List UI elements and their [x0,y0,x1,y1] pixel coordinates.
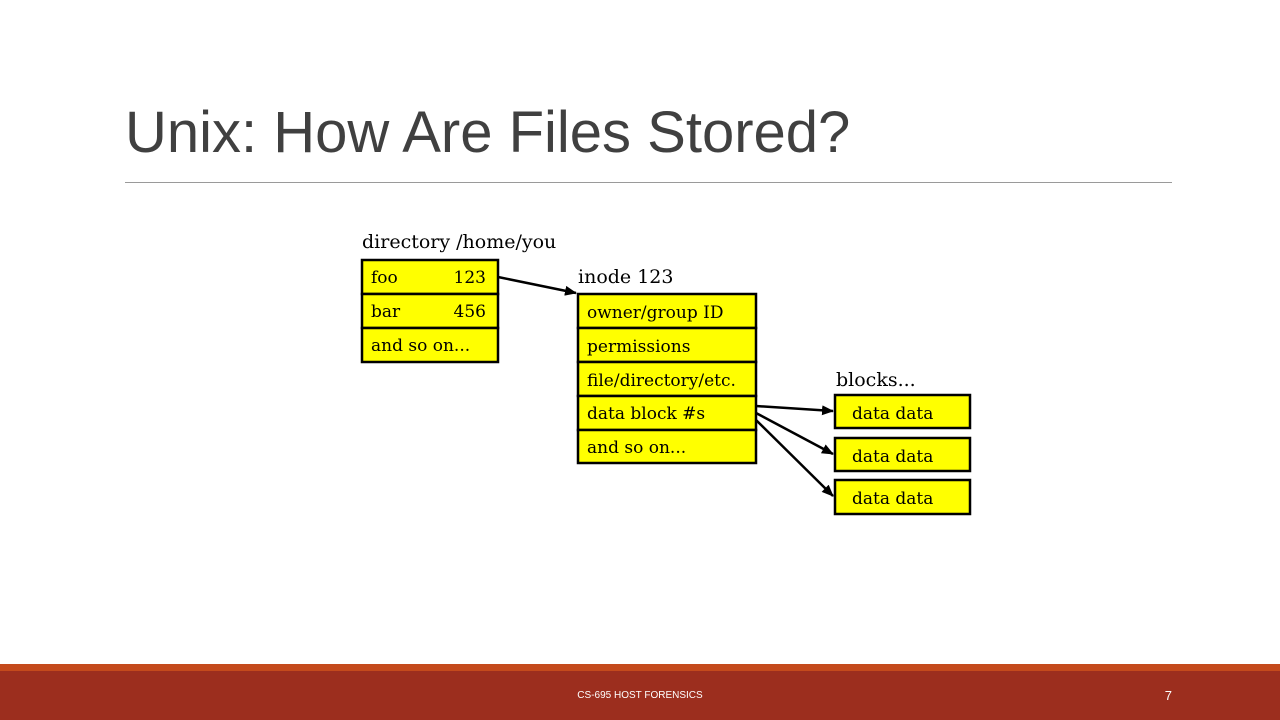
inode-field-label: file/directory/etc. [587,371,736,391]
inode-row [576,360,758,398]
directory-row-foo [360,258,500,296]
inode-field-label: and so on... [587,438,686,458]
block-pointer-arrow [755,404,834,416]
inode-row [576,292,758,330]
inode-table: owner/group ID permissions file/director… [576,292,758,465]
directory-entry-name: and so on... [371,336,470,356]
block-pointer-arrow [755,411,834,456]
directory-entry-inode: 123 [454,268,486,288]
inode-field-label: data block #s [587,404,705,424]
directory-entry-inode: 456 [454,302,486,322]
inode-row [576,428,758,465]
directory-entry-name: bar [371,302,401,322]
footer-bar [0,671,1280,720]
data-block [833,478,972,516]
slide-title: Unix: How Are Files Stored? [125,100,851,165]
data-block-label: data data [852,489,933,509]
footer-course-label: CS-695 HOST FORENSICS [577,690,703,701]
data-block-label: data data [852,447,933,467]
directory-row-more [360,326,500,364]
data-block-label: data data [852,404,933,424]
data-block [833,436,972,473]
directory-row-bar [360,292,500,330]
blocks-list: data data data data data data [833,393,972,516]
directory-heading: directory /home/you [362,231,556,253]
title-divider [125,182,1172,183]
inode-field-label: owner/group ID [587,303,723,323]
data-block [833,393,972,430]
block-pointer-arrow [755,419,834,497]
inode-pointer-arrow [497,275,577,296]
directory-entry-name: foo [371,268,398,288]
inode-heading: inode 123 [578,266,673,288]
blocks-heading: blocks... [836,369,916,391]
directory-table: foo 123 bar 456 and so on... [360,258,500,364]
inode-field-label: permissions [587,337,690,357]
footer-accent-strip [0,664,1280,671]
page-number: 7 [1164,688,1172,703]
